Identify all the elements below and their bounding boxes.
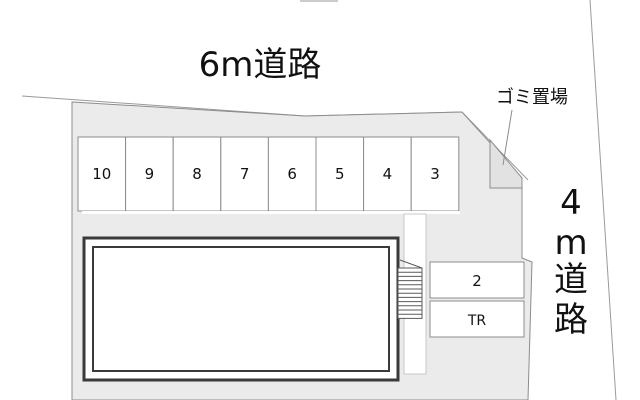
stair-rail	[399, 259, 423, 269]
parking-space-2-label: 2	[472, 272, 482, 290]
aisle-strip	[82, 211, 460, 214]
staircase	[397, 259, 423, 319]
road-label-east-char-2: m	[554, 223, 587, 263]
parking-space-3-label: 3	[430, 165, 440, 183]
road-label-east-char-4: 路	[554, 300, 588, 340]
parking-space-2	[429, 261, 525, 299]
parking-space-7-label: 7	[240, 165, 250, 183]
parking-space-10-label: 10	[92, 165, 111, 183]
road-label-east-char-1: 4	[560, 183, 582, 223]
parking-space-5-label: 5	[335, 165, 345, 183]
road-label-north: 6m道路	[199, 45, 322, 85]
parking-space-4-label: 4	[383, 165, 393, 183]
parking-space-8	[172, 136, 222, 212]
garbage-area	[489, 138, 523, 189]
parking-space-8-label: 8	[192, 165, 202, 183]
garbage-label: ゴミ置場	[496, 87, 568, 108]
parking-space-4	[363, 136, 412, 212]
parking-space-6-label: 6	[287, 165, 297, 183]
parking-space-9	[125, 136, 174, 212]
road-label-east-char-3: 道	[554, 260, 588, 300]
building-inner	[92, 246, 390, 372]
transformer-label: TR	[467, 313, 487, 329]
transformer-box	[429, 300, 525, 338]
parking-row-top: 10 9 8 7 6 5 4 3	[77, 136, 460, 212]
garbage-leader-line	[502, 109, 513, 166]
parking-space-6	[267, 136, 317, 212]
road-edge-east-outer	[589, 0, 617, 400]
parking-space-3	[410, 136, 460, 212]
parking-space-5	[315, 136, 365, 212]
parking-space-9-label: 9	[145, 165, 155, 183]
